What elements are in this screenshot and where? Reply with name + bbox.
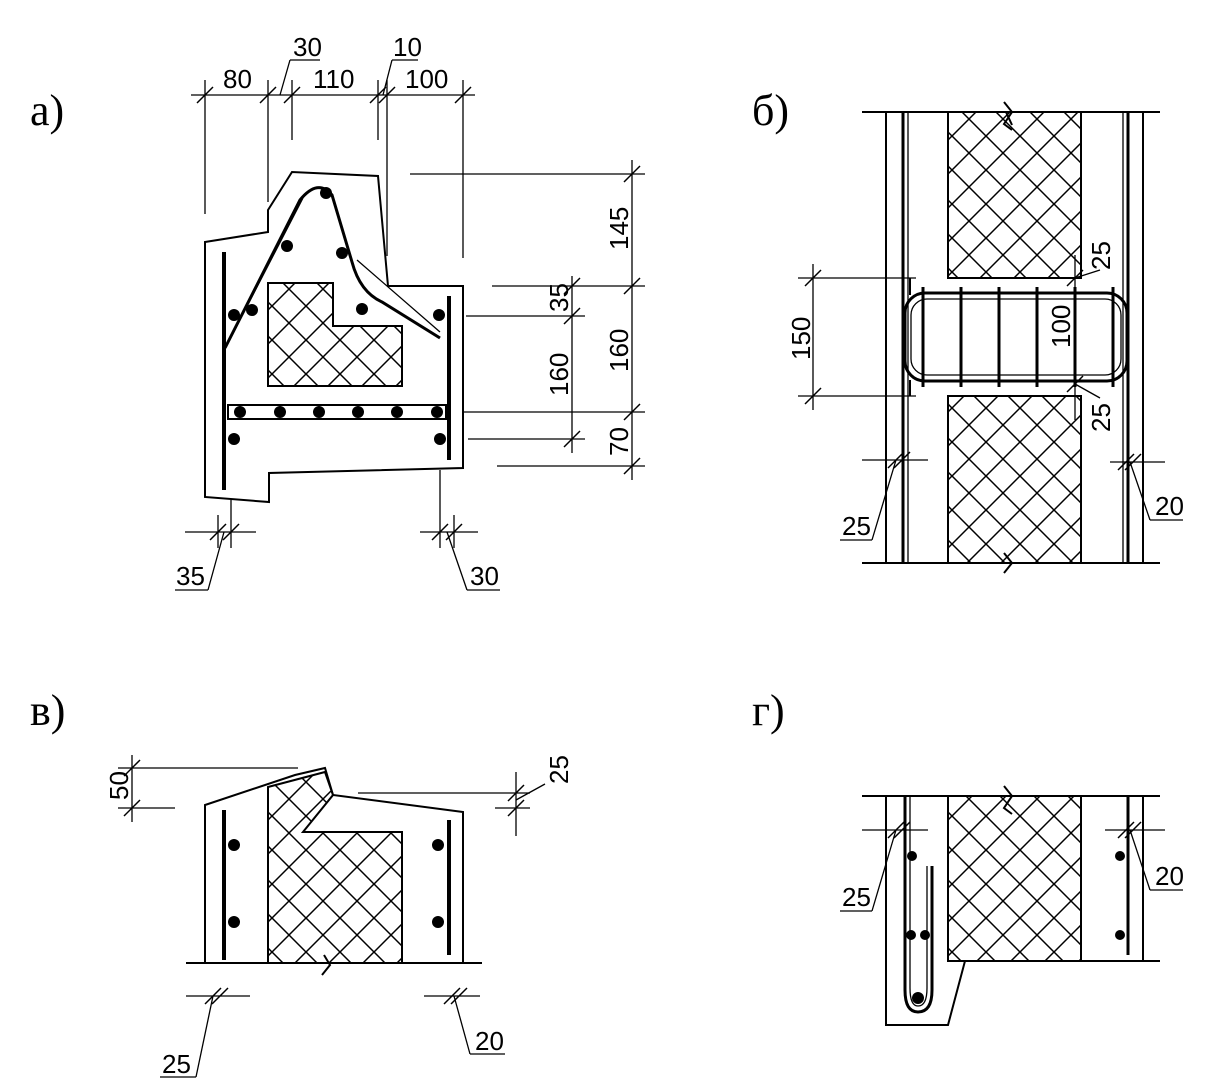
detail-a-right-dims (410, 160, 645, 480)
dim-a-160-outer: 160 (604, 329, 634, 372)
dim-v-25-bottom: 25 (162, 1049, 191, 1079)
dim-a-145: 145 (604, 207, 634, 250)
detail-a-bent-bar (223, 186, 441, 349)
detail-a: а) (30, 32, 645, 591)
detail-b-cage (903, 291, 1129, 383)
panel-label-a: а) (30, 86, 64, 135)
detail-v-dims (118, 755, 546, 1078)
detail-b-dims (798, 255, 1183, 541)
dim-a-35: 35 (544, 283, 574, 312)
dim-a-110: 110 (313, 64, 354, 94)
detail-a-outline (204, 170, 464, 504)
dim-b-25-mid: 25 (1086, 403, 1116, 432)
dim-g-25: 25 (842, 882, 871, 912)
dim-a-30: 30 (293, 32, 322, 62)
dim-b-20: 20 (1155, 491, 1184, 521)
dim-a-35-bottom: 35 (176, 561, 205, 591)
dim-a-70: 70 (604, 427, 634, 456)
detail-b-insulation-top (947, 111, 1082, 279)
detail-a-mesh (227, 404, 447, 420)
detail-g-insulation (947, 795, 1082, 962)
detail-g-dims (840, 821, 1183, 912)
dim-b-25-top: 25 (1086, 241, 1116, 270)
dim-a-30-bottom: 30 (470, 561, 499, 591)
detail-v-insulation (267, 770, 403, 964)
dim-a-160-inner: 160 (544, 353, 574, 396)
detail-a-bent-bar-inner (227, 197, 441, 344)
dim-v-50: 50 (104, 771, 134, 800)
dim-a-10: 10 (393, 32, 422, 62)
detail-g-u-bar (903, 796, 934, 1014)
dim-b-100: 100 (1046, 305, 1076, 348)
dim-a-80: 80 (223, 64, 252, 94)
detail-b: б) (752, 86, 1184, 574)
panel-label-v: в) (30, 686, 65, 735)
panel-label-g: г) (752, 686, 785, 735)
detail-v-rebar-dots (228, 839, 444, 928)
detail-g-rebar-dots (906, 851, 1125, 1004)
detail-b-stirrups (921, 287, 1115, 387)
dim-g-20: 20 (1155, 861, 1184, 891)
detail-a-top-dims (191, 59, 475, 258)
dim-v-25-top: 25 (544, 755, 574, 784)
detail-g: г) 25 20 (752, 686, 1184, 1026)
dim-a-100: 100 (405, 64, 448, 94)
detail-b-insulation-bottom (947, 395, 1082, 564)
detail-a-bottom-dims (175, 470, 500, 591)
detail-v: в) (30, 686, 574, 1079)
dim-b-150: 150 (786, 317, 816, 360)
detail-a-rebar-dots (228, 187, 446, 445)
dim-b-25-left: 25 (842, 511, 871, 541)
detail-a-insulation (267, 282, 403, 387)
panel-label-b: б) (752, 86, 789, 135)
dim-v-20: 20 (475, 1026, 504, 1056)
